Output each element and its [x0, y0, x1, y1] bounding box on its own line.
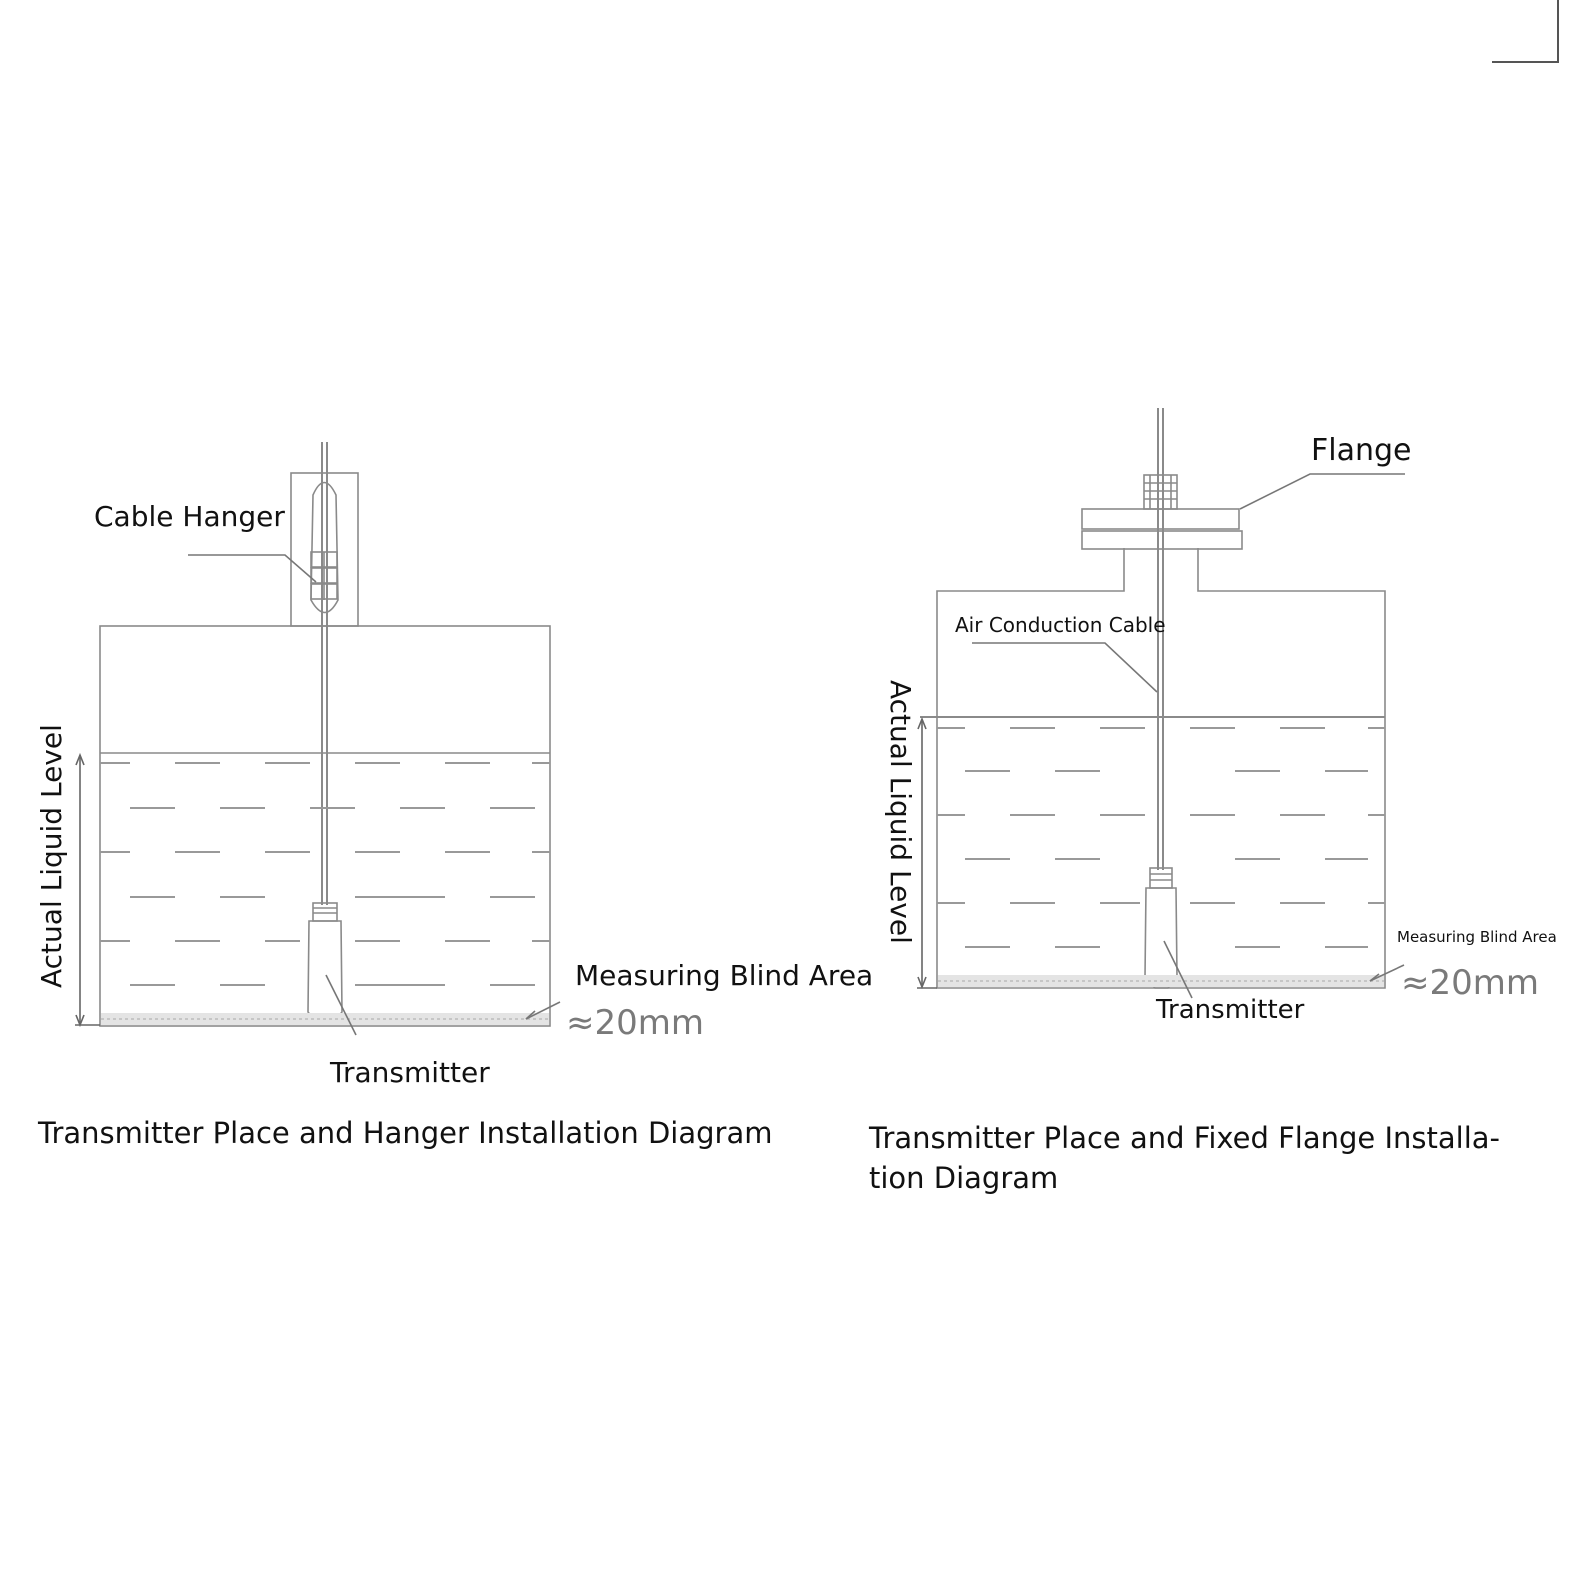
left-blind-area-value: ≈20mm — [566, 1003, 704, 1043]
air-cable-leader — [972, 642, 1158, 693]
cable-hanger-label: Cable Hanger — [94, 500, 285, 533]
left-transmitter-leader — [325, 974, 357, 1036]
right-caption-line-1: Transmitter Place and Fixed Flange Insta… — [869, 1121, 1501, 1155]
left-tank-outline — [99, 625, 551, 1027]
cable-hanger-clip — [310, 481, 339, 614]
left-blind-leader — [525, 1001, 561, 1020]
left-level-arrow — [75, 752, 100, 1028]
flange-upper-plate — [1081, 508, 1240, 530]
left-hanger-box — [290, 472, 359, 627]
right-diagram-caption: Transmitter Place and Fixed Flange Insta… — [869, 1118, 1500, 1198]
left-liquid-dashes — [100, 762, 550, 986]
right-actual-liquid-level-label: Actual Liquid Level — [884, 680, 917, 944]
right-blind-area-value: ≈20mm — [1401, 963, 1539, 1003]
corner-crop-mark — [1492, 0, 1559, 63]
right-transmitter-label: Transmitter — [1156, 995, 1305, 1025]
left-transmitter-label: Transmitter — [330, 1056, 490, 1089]
right-liquid-dashes — [937, 727, 1385, 948]
right-transmitter-leader — [1163, 940, 1193, 999]
right-blind-leader — [1369, 964, 1405, 982]
right-blind-area-label: Measuring Blind Area — [1397, 928, 1557, 946]
left-diagram-caption: Transmitter Place and Hanger Installatio… — [38, 1116, 773, 1150]
right-transmitter-shape — [1144, 867, 1178, 989]
left-transmitter-shape — [307, 902, 343, 1025]
left-tank-diagram — [75, 442, 561, 1036]
flange-label: Flange — [1311, 433, 1412, 468]
right-tank-diagram — [917, 408, 1405, 999]
air-conduction-cable-label: Air Conduction Cable — [955, 613, 1166, 637]
right-level-arrow — [917, 716, 937, 990]
cable-hanger-leader — [188, 554, 317, 583]
right-caption-line-2: tion Diagram — [869, 1161, 1059, 1195]
flange-leader — [1239, 473, 1405, 510]
left-blind-area-label: Measuring Blind Area — [575, 959, 874, 992]
cable-gland — [1143, 474, 1178, 510]
left-actual-liquid-level-label: Actual Liquid Level — [35, 724, 68, 988]
